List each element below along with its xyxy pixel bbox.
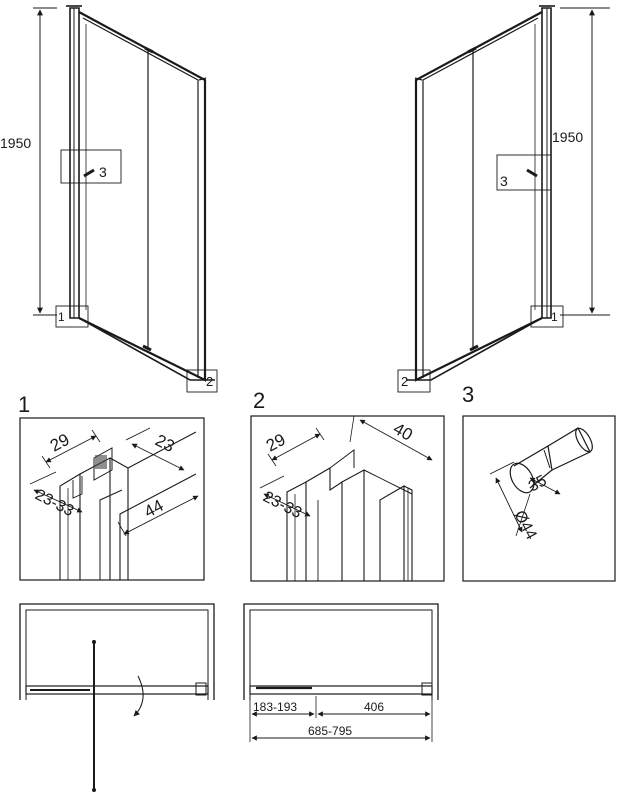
dim-29: 29	[263, 430, 289, 456]
callout-box-3	[60, 149, 122, 184]
handle	[83, 168, 95, 178]
plan-view-left	[19, 603, 215, 792]
callout-1-label: 1	[551, 310, 558, 324]
dim-35: 35	[526, 472, 550, 495]
dim-29: 29	[47, 430, 73, 456]
detail-panel-2: 2 29 40 23-33	[250, 388, 445, 582]
height-label: 1950	[552, 129, 583, 145]
callout-1-label: 1	[58, 310, 65, 324]
callout-box-1	[530, 305, 564, 328]
dim-183-193: 183-193	[253, 700, 297, 714]
plan-view-right: 183-193 406 685-795	[243, 603, 439, 742]
dim-23: 23	[152, 431, 177, 457]
callout-2-label: 2	[206, 374, 213, 389]
callout-2-label: 2	[401, 374, 408, 389]
dim-40: 40	[390, 419, 416, 445]
front-view-right: 1950 3 1 2	[397, 5, 610, 393]
height-label: 1950	[0, 135, 31, 151]
detail-panel-3: 3 Ø44 35	[462, 382, 616, 582]
door-frame	[78, 11, 207, 382]
callout-box-2	[397, 369, 431, 393]
callout-3-label: 3	[500, 173, 508, 189]
front-view-left: 1950 3 1 2	[0, 5, 218, 393]
detail-number-2: 2	[253, 388, 265, 413]
callout-box-1	[55, 305, 89, 328]
detail-number-3: 3	[462, 382, 474, 407]
swing-arrow	[133, 675, 144, 717]
dim-406: 406	[364, 700, 384, 714]
door-frame	[414, 11, 543, 382]
handle	[526, 168, 538, 178]
callout-box-2	[186, 369, 218, 393]
detail-panel-1: 1 29 23 23-33 44	[18, 392, 205, 581]
dim-23-33: 23-33	[32, 486, 76, 520]
dim-685-795: 685-795	[308, 724, 352, 738]
callout-box-3	[496, 154, 552, 191]
dim-diameter-44: Ø44	[510, 508, 539, 543]
callout-3-label: 3	[99, 164, 107, 180]
detail-number-1: 1	[18, 392, 30, 417]
dim-23-33: 23-33	[260, 488, 304, 522]
dim-44: 44	[141, 496, 167, 522]
